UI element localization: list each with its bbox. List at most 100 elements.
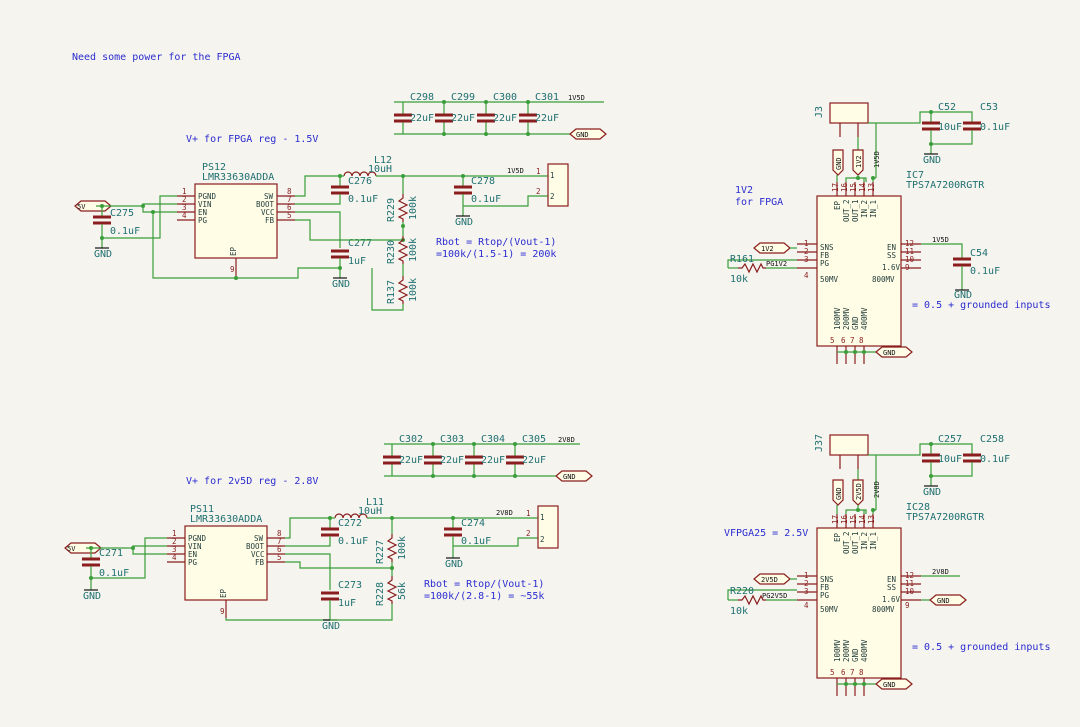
c305-ref: C305 [522, 434, 546, 445]
gnd-label-bulk2: GND [563, 473, 576, 481]
ic7-pin-50mv: 50MV [820, 275, 839, 284]
ps11-pnum-6: 6 [277, 545, 282, 554]
connector-j3: J3 C52 C53 10uF 0.1uF GND [814, 102, 1010, 178]
ic7-pin-gnd: GND [851, 316, 860, 330]
note-reg15: V+ for FPGA reg - 1.5V [186, 134, 318, 145]
ic7-ref: IC7 [906, 170, 924, 181]
conn-a-p2: 2 [536, 187, 541, 196]
ps11-pin-en: EN [188, 550, 197, 559]
ic28-pnum-1: 1 [804, 571, 809, 580]
c276-val: 0.1uF [348, 194, 378, 205]
ps11-pin-vin: VIN [188, 542, 202, 551]
ic28-pnum-15: 15 [849, 515, 858, 524]
c271-val: 0.1uF [99, 568, 129, 579]
c54-val: 0.1uF [970, 266, 1000, 277]
ps11-pin-sw: SW [254, 534, 264, 543]
c53-val: 0.1uF [980, 122, 1010, 133]
ps12-pnum-1: 1 [182, 187, 187, 196]
ic7-1v2-top: 1V2 [855, 155, 863, 168]
ps12-pin-vin: VIN [198, 200, 212, 209]
gnd-c257: GND [923, 487, 941, 498]
ic7-pin-ss: SS [887, 251, 897, 260]
c275-val: 0.1uF [110, 226, 140, 237]
c299-val: 22uF [451, 113, 475, 124]
r228-ref: R228 [375, 582, 386, 606]
l12-val: 10uH [368, 164, 392, 175]
conn-b-p2: 2 [526, 529, 531, 538]
ic28-pnum-4: 4 [804, 601, 809, 610]
ic7-pnum-17: 17 [831, 183, 840, 192]
j3-ref: J3 [814, 106, 825, 118]
r137-val: 100k [408, 278, 419, 302]
ic28-pin-ep: EP [833, 532, 842, 542]
ic28-pin-400mv: 400MV [860, 639, 869, 662]
ps11-pnum-4: 4 [172, 553, 177, 562]
r220-val: 10k [730, 606, 748, 617]
regulator-ps11: PS11 LMR33630ADDA PGND VIN EN PG SW BOOT… [166, 504, 286, 619]
ic7-pin-in1: IN_1 [869, 200, 878, 218]
r227-val: 100k [397, 536, 408, 560]
ic7-pnum-4: 4 [804, 271, 809, 280]
ps12-pnum-2: 2 [182, 195, 187, 204]
c273-val: 1uF [338, 598, 356, 609]
gnd-c274: GND [445, 559, 463, 570]
wires-ps11: 5V C271 0.1uF GND L11 10uH C272 0.1uF C2… [64, 497, 559, 632]
ic28-pnum-16: 16 [840, 514, 849, 524]
ps12-pnum-8: 8 [287, 187, 292, 196]
ps11-val: LMR33630ADDA [190, 514, 262, 525]
ic28-pin-ss: SS [887, 583, 897, 592]
note-vfpga: VFPGA25 = 2.5V [724, 528, 808, 539]
net-pg2v5d: PG2V5D [762, 592, 787, 600]
r229-ref: R229 [386, 198, 397, 222]
net-pg1v2: PG1V2 [766, 260, 787, 268]
ic7-pnum-10: 10 [905, 255, 915, 264]
c275-ref: C275 [110, 208, 134, 219]
ic28-pin-50mv: 50MV [820, 605, 839, 614]
note-1v2a: 1V2 [735, 185, 753, 196]
conn-b-p1-name: 1 [540, 513, 545, 522]
note-reg28: V+ for 2v5D reg - 2.8V [186, 476, 318, 487]
l12-ref: L12 [374, 155, 392, 166]
ic28-pnum-17: 17 [831, 515, 840, 524]
r137-ref: R137 [386, 280, 397, 304]
ic28-pin-fb: FB [820, 583, 830, 592]
ic7-pnum-3: 3 [804, 255, 809, 264]
ic7-pnum-11: 11 [905, 247, 914, 256]
ic7-1v5d-top: 1V5D [873, 151, 881, 168]
ps11-pin-fb: FB [255, 558, 265, 567]
ic28-pin-pg: PG [820, 591, 830, 600]
c302-ref: C302 [399, 434, 423, 445]
ps11-pnum-1: 1 [172, 529, 177, 538]
c258-val: 0.1uF [980, 454, 1010, 465]
r220-ref: R220 [730, 586, 754, 597]
ic7-pin-out2: OUT_2 [842, 199, 851, 222]
c52-val: 10uF [938, 122, 962, 133]
gnd-label-bulk1: GND [576, 131, 589, 139]
conn-b-p1: 1 [526, 509, 531, 518]
net-5v-label-2: 5V [67, 545, 76, 553]
ic28-pin-out2: OUT_2 [842, 531, 851, 554]
gnd-c277: GND [332, 279, 350, 290]
ic7-pin-800mv: 800MV [872, 275, 895, 284]
ps12-pin-boot: BOOT [256, 200, 275, 209]
ic7-pnum-5: 5 [830, 336, 835, 345]
c304-ref: C304 [481, 434, 505, 445]
connector-j37: J37 C257 C258 10uF 0.1uF GND [814, 434, 1010, 510]
net-2v8d-label-2: 2V8D [496, 509, 513, 517]
ic7-pnum-6: 6 [841, 336, 846, 345]
r161-ref: R161 [730, 254, 754, 265]
c274-ref: C274 [461, 518, 485, 529]
ic28-gnd-bottom: GND [883, 681, 896, 689]
ic28-en-2v8d: 2V8D [932, 568, 949, 576]
ps12-pnum-7: 7 [287, 195, 292, 204]
ic7-pnum-8: 8 [859, 336, 864, 345]
ps12-pin-en: EN [198, 208, 207, 217]
ic7-pnum-1: 1 [804, 239, 809, 248]
ic28-gnd-top: GND [835, 487, 843, 500]
ic7-pin-200mv: 200MV [842, 307, 851, 330]
ic28-pin-100mv: 100MV [833, 639, 842, 662]
ps12-pnum-3: 3 [182, 203, 187, 212]
ic7-gnd-top: GND [835, 157, 843, 170]
r229-val: 100k [408, 196, 419, 220]
